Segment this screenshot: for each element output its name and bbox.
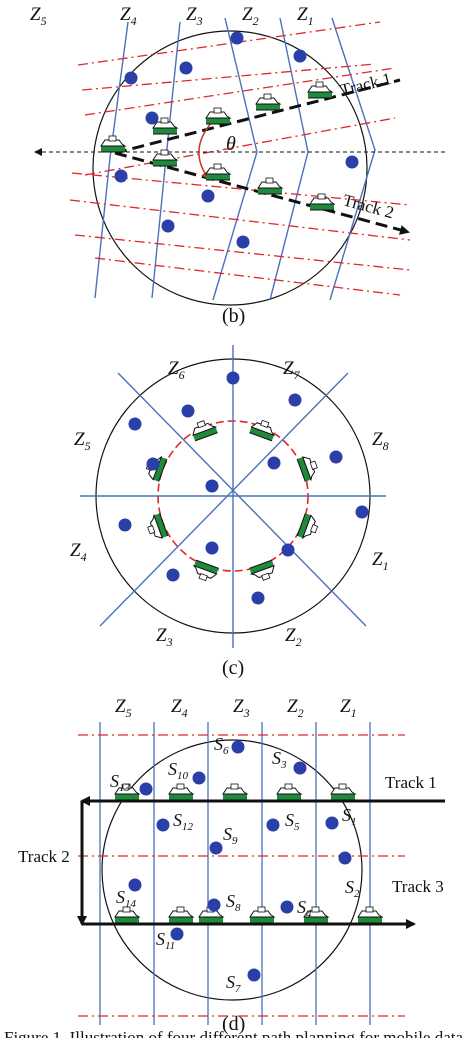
- zone-line: [329, 17, 376, 301]
- svg-text:Z2: Z2: [242, 4, 259, 28]
- svg-text:Z3: Z3: [156, 625, 173, 649]
- svg-text:Z8: Z8: [372, 429, 389, 453]
- ship-icons: [100, 81, 335, 211]
- zone-line: [212, 17, 258, 301]
- svg-text:S9: S9: [223, 824, 238, 847]
- panel-d: Track 1 Track 2 Track 3: [18, 696, 445, 1035]
- svg-text:S8: S8: [226, 891, 241, 914]
- svg-text:S5: S5: [285, 810, 300, 833]
- zone-lines: [99, 722, 371, 1025]
- zone-labels: Z6 Z7 Z8 Z1 Z2 Z3 Z4 Z5: [70, 358, 389, 649]
- angle-label: θ: [226, 133, 236, 155]
- ship-icons: [143, 417, 321, 584]
- svg-text:S3: S3: [272, 748, 287, 771]
- svg-text:S13: S13: [110, 771, 131, 794]
- sensor-nodes: [118, 371, 369, 605]
- svg-text:Z5: Z5: [74, 429, 91, 453]
- zone-lines: [80, 345, 386, 648]
- svg-text:S12: S12: [173, 810, 194, 833]
- svg-text:S10: S10: [168, 759, 189, 782]
- svg-text:Z2: Z2: [285, 625, 302, 649]
- svg-text:Z4: Z4: [70, 540, 87, 564]
- panel-c: Z6 Z7 Z8 Z1 Z2 Z3 Z4 Z5 (c): [70, 345, 389, 679]
- svg-text:Z2: Z2: [287, 696, 304, 720]
- svg-text:Z4: Z4: [171, 696, 188, 720]
- region-circle: [92, 30, 368, 306]
- svg-text:Z1: Z1: [372, 549, 389, 573]
- svg-text:Z5: Z5: [115, 696, 132, 720]
- panel-b-caption: (b): [222, 305, 245, 327]
- panel-c-caption: (c): [222, 657, 244, 679]
- svg-text:Z4: Z4: [120, 4, 137, 28]
- svg-text:S11: S11: [156, 929, 175, 952]
- sensor-nodes: [114, 31, 359, 249]
- track-1-path: [114, 78, 401, 155]
- zone-lines: [94, 17, 376, 301]
- svg-text:S14: S14: [116, 887, 137, 910]
- panel-b: Track 1 Track 2 θ: [30, 4, 445, 327]
- svg-text:Z3: Z3: [233, 696, 250, 720]
- svg-text:Z3: Z3: [186, 4, 203, 28]
- svg-text:Z6: Z6: [168, 358, 185, 382]
- region-circle: [101, 739, 363, 1001]
- track-3-label: Track 3: [392, 877, 444, 896]
- svg-text:Z1: Z1: [297, 4, 314, 28]
- svg-text:S1: S1: [342, 805, 357, 828]
- zone-labels: Z5 Z4 Z3 Z2 Z1: [30, 4, 314, 28]
- sensor-labels: S6 S3 S10 S13 S12 S9 S5 S1 S14 S2 S8 S4 …: [110, 734, 360, 995]
- zone-line: [94, 21, 129, 299]
- panel-d-caption: (d): [222, 1013, 245, 1035]
- sensor-nodes: [128, 740, 352, 982]
- track-2-label: Track 2: [18, 847, 70, 866]
- red-dashed-lines: [69, 21, 411, 296]
- track-1-label: Track 1: [385, 773, 437, 792]
- svg-text:S2: S2: [345, 877, 360, 900]
- svg-text:Z5: Z5: [30, 4, 47, 28]
- svg-text:S6: S6: [214, 734, 229, 757]
- red-dashed-lines: [78, 734, 405, 1017]
- track-1-label: Track 1: [338, 69, 393, 100]
- svg-text:S7: S7: [226, 972, 241, 995]
- zone-labels: Z5 Z4 Z3 Z2 Z1: [115, 696, 357, 720]
- svg-text:Z1: Z1: [340, 696, 357, 720]
- angle-arc: [198, 114, 219, 180]
- svg-text:Z7: Z7: [283, 358, 301, 382]
- svg-text:S4: S4: [297, 897, 312, 920]
- figure-caption: Figure 1. Illustration of four different…: [4, 1028, 463, 1038]
